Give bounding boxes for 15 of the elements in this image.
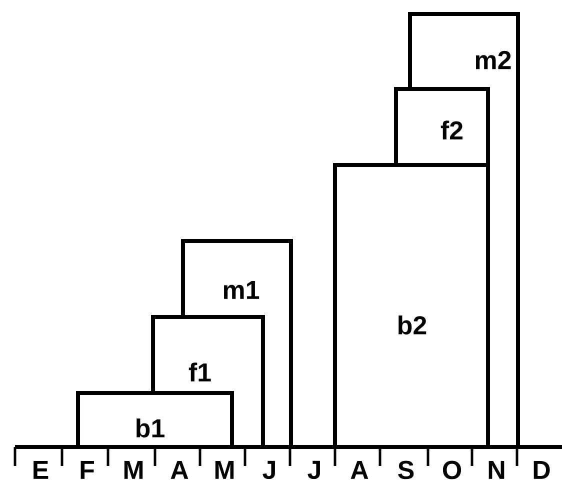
month-label: M xyxy=(124,461,143,479)
month-label: A xyxy=(170,461,188,479)
month-label: A xyxy=(350,461,368,479)
bar-box: f2 xyxy=(394,87,490,167)
month-label: O xyxy=(442,460,462,480)
month-label: E xyxy=(34,461,48,479)
bar-box: b1 xyxy=(76,391,234,449)
month-label: J xyxy=(262,460,275,480)
month-label: F xyxy=(80,461,94,479)
bar-box: b2 xyxy=(333,163,490,449)
month-label: S xyxy=(398,460,414,480)
month-label: N xyxy=(488,461,504,479)
month-label: M xyxy=(215,461,234,479)
month-label: J xyxy=(308,460,320,480)
month-label: D xyxy=(534,461,550,479)
